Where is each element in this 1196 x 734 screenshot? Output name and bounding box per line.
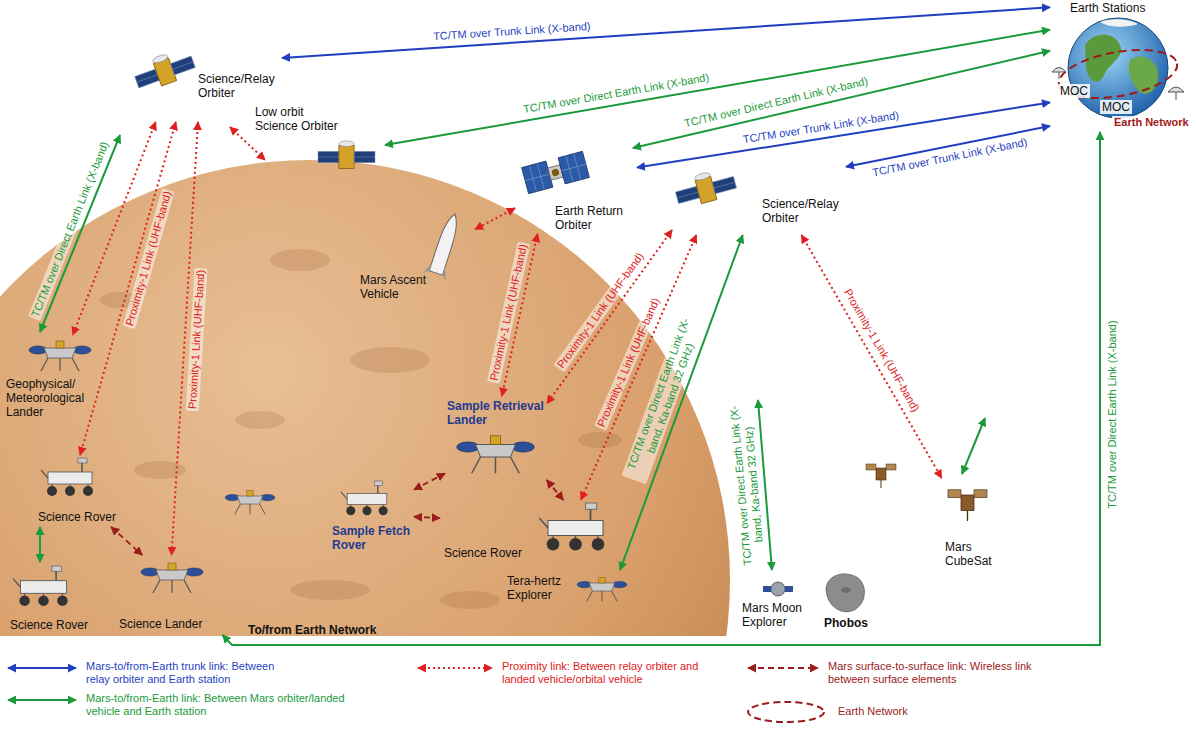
- node-figure: Tera-hertz Explorer: [505, 570, 630, 632]
- node-label: Sample Fetch Rover: [332, 524, 412, 552]
- node-label: Science Lander: [119, 617, 202, 631]
- legend-text: Mars surface-to-surface link: Wireless l…: [828, 660, 1048, 686]
- node-figure: Sample Retrieval Lander: [445, 396, 547, 480]
- node-figure: Mars Ascent Vehicle: [355, 205, 475, 310]
- link-label: Proximity-1 Link (UHF-band): [840, 285, 923, 416]
- legend-text: Mars-to/from-Earth link: Between Mars or…: [86, 692, 346, 718]
- node-label: Sample Retrieval Lander: [447, 399, 545, 427]
- node-label: Tera-hertz Explorer: [507, 574, 575, 602]
- node-label: Geophysical/ Meteorological Lander: [6, 377, 102, 419]
- node-figure: Mars CubeSat: [935, 478, 1010, 578]
- node-figure: Science Rover: [5, 562, 100, 636]
- node-figure: Sample Fetch Rover: [330, 478, 414, 563]
- node-figure: Science Lander: [115, 555, 225, 635]
- node-figure: Science Rover: [30, 455, 120, 527]
- node-label: Phobos: [824, 616, 868, 630]
- node-label: Science Rover: [38, 510, 116, 524]
- legend-text: Mars-to/from-Earth trunk link: Between r…: [86, 660, 286, 686]
- node-label: Mars CubeSat: [945, 540, 1005, 568]
- node-figure: Low orbit Science Orbiter: [250, 105, 385, 177]
- mars-planet: [0, 160, 730, 734]
- node-figure: Phobos: [818, 568, 876, 632]
- node-label: Science Rover: [10, 618, 88, 632]
- node-figure: Science Rover: [440, 500, 625, 566]
- free-label: To/from Earth Network: [246, 623, 378, 637]
- node-label: Mars Ascent Vehicle: [360, 273, 440, 301]
- node-label: MOC: [1100, 100, 1132, 114]
- node-label: MOC: [1058, 84, 1090, 98]
- link-label: TC/TM over Trunk Link (X-band): [740, 108, 902, 146]
- link-connector: [620, 235, 743, 570]
- node-figure: Mars Moon Explorer: [742, 575, 816, 635]
- link-connector: [547, 480, 564, 500]
- legend-text: Earth Network: [838, 705, 908, 718]
- free-label: TC/TM over Direct Earth Link (X-band, Ka…: [726, 395, 768, 576]
- node-figure: Earth Return Orbiter: [515, 148, 637, 234]
- free-links: [40, 127, 985, 570]
- node-label: Science Rover: [444, 546, 522, 560]
- link-connector: [802, 235, 942, 478]
- link-label: TC/TM over Direct Earth Link (X-band): [1105, 318, 1118, 510]
- link-connector: [73, 122, 156, 335]
- node-figure: Geophysical/ Meteorological Lander: [4, 335, 104, 425]
- node-label: Low orbit Science Orbiter: [255, 105, 345, 133]
- earth-globe: [1052, 18, 1184, 118]
- node-figure: Science/Relay Orbiter: [672, 165, 846, 235]
- legend-text: Proximity link: Between relay orbiter an…: [502, 660, 717, 686]
- spacecraft-icons: [13, 46, 987, 612]
- link-connector: [414, 473, 445, 489]
- link-connector: [39, 527, 41, 562]
- node-figure: Earth StationsMOC MOC Earth Network: [1050, 0, 1196, 132]
- node-label: Earth Network: [1112, 116, 1191, 129]
- link-connector: [637, 103, 1050, 168]
- link-connector: [475, 208, 515, 229]
- node-label: Mars Moon Explorer: [742, 601, 814, 629]
- link-connector: [414, 517, 440, 518]
- link-connector: [111, 527, 142, 555]
- node-label: Earth Return Orbiter: [555, 204, 635, 232]
- link-connector: [223, 132, 1101, 645]
- link-connector: [633, 51, 1050, 148]
- node-label: Science/Relay Orbiter: [198, 72, 280, 100]
- node-label: Science/Relay Orbiter: [762, 197, 844, 225]
- node-label: Earth Stations: [1070, 1, 1145, 15]
